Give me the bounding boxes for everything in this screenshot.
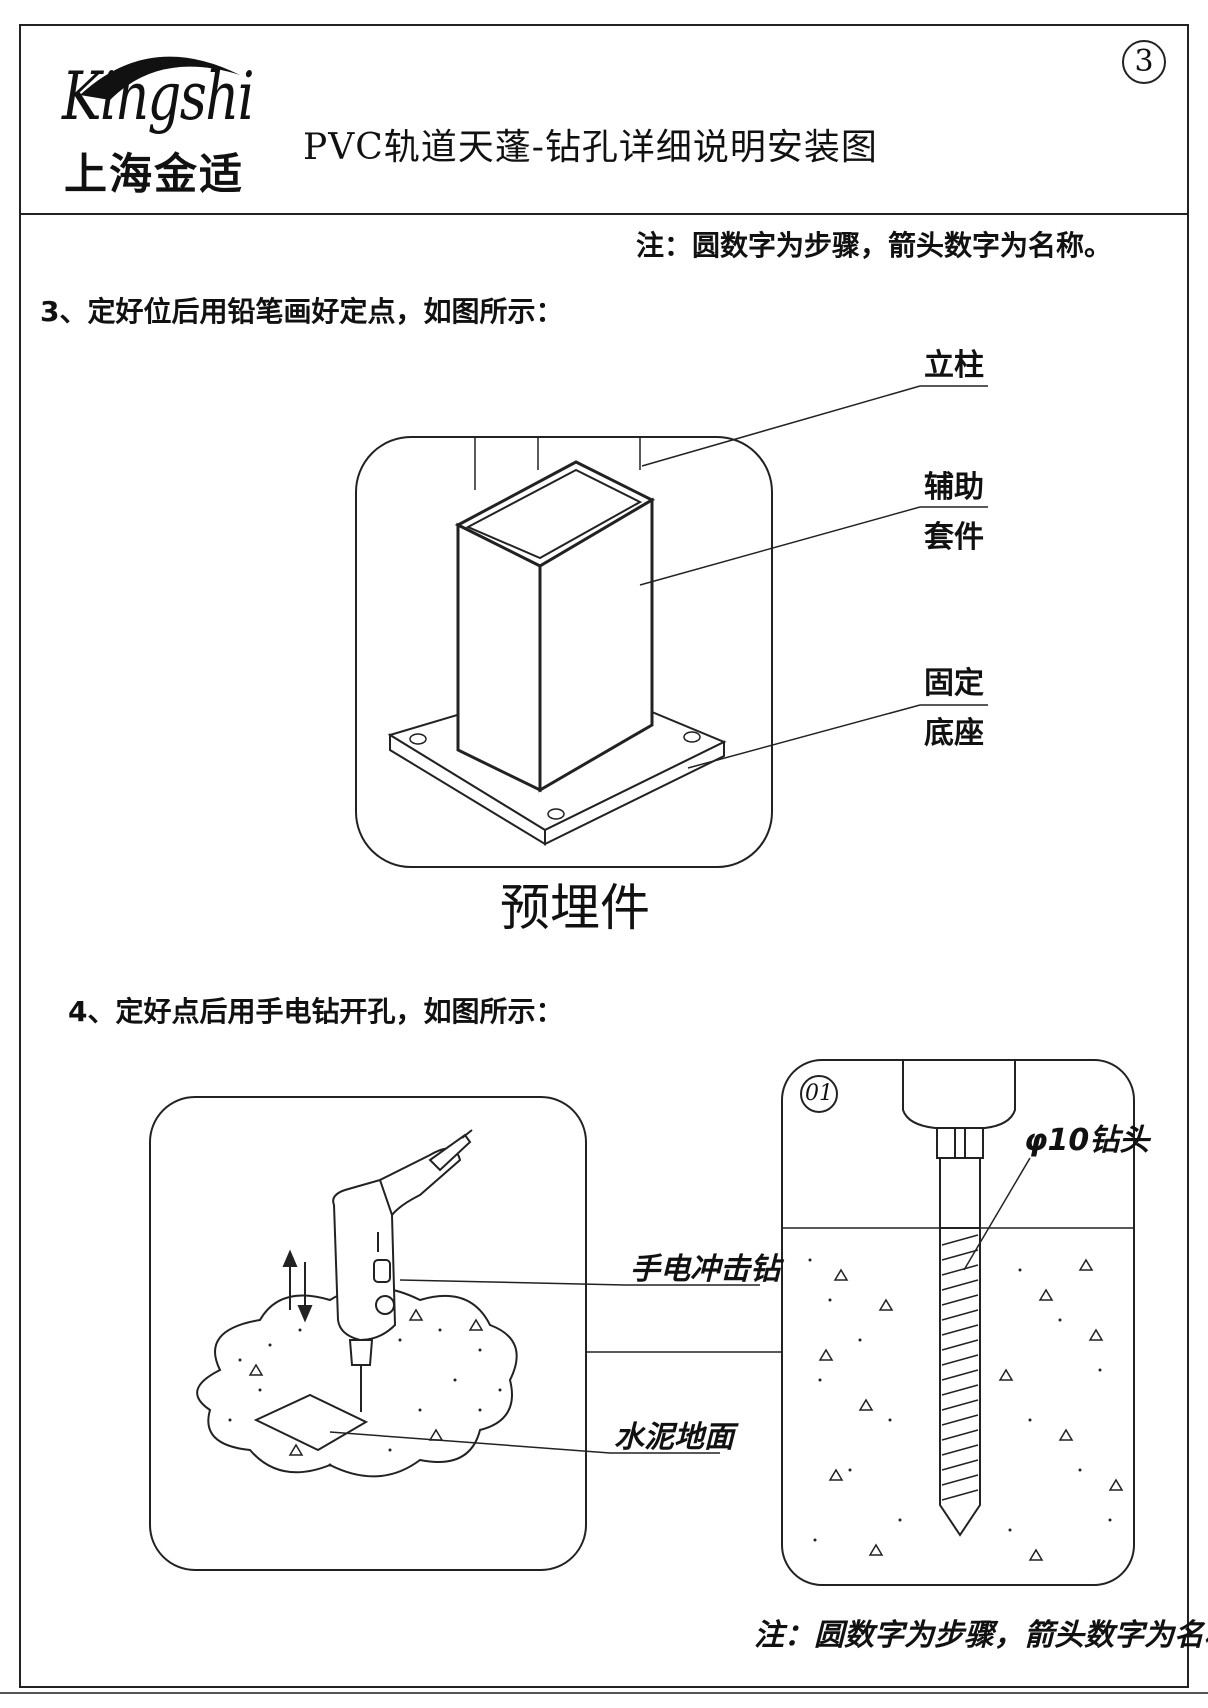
label-base-2: 底座: [924, 716, 984, 751]
header-divider: [19, 213, 1189, 215]
page-frame: [19, 24, 1189, 1688]
bottom-divider: [0, 1692, 1208, 1694]
label-base-1: 固定: [924, 666, 984, 701]
drill-scene-frame: [149, 1096, 587, 1571]
label-drill: 手电冲击钻: [630, 1252, 780, 1287]
hand-drill: [332, 1129, 473, 1412]
page-number: 3: [1122, 40, 1166, 84]
label-bit: φ10钻头: [1024, 1123, 1150, 1158]
label-column: 立柱: [924, 348, 984, 383]
detail-aggregates: [818, 1258, 1124, 1561]
label-embedded: 预埋件: [500, 879, 650, 937]
page-title: PVC轨道天蓬-钻孔详细说明安装图: [303, 127, 878, 168]
note-bottom: 注：圆数字为步骤，箭头数字为名称。: [754, 1618, 1208, 1653]
detail-number: 01: [800, 1075, 838, 1113]
label-aux-1: 辅助: [924, 470, 984, 505]
logo-chinese: 上海金适: [64, 150, 244, 200]
updown-arrows: [282, 1249, 313, 1323]
label-ground: 水泥地面: [614, 1420, 734, 1455]
logo-swoosh: [80, 56, 240, 100]
drill-bit: [939, 1227, 981, 1537]
step4-text: 4、定好点后用手电钻开孔，如图所示：: [68, 995, 564, 1028]
detail-speckles: [808, 1258, 1112, 1542]
drill-chuck: [902, 1059, 1016, 1229]
label-aux-2: 套件: [924, 520, 984, 555]
step3-text: 3、定好位后用铅笔画好定点，如图所示：: [40, 295, 564, 328]
note-top: 注：圆数字为步骤，箭头数字为名称。: [636, 229, 1113, 262]
logo-text: Kingshi: [62, 58, 255, 135]
embedded-frame: [355, 436, 773, 868]
marking-square: [253, 1393, 369, 1452]
